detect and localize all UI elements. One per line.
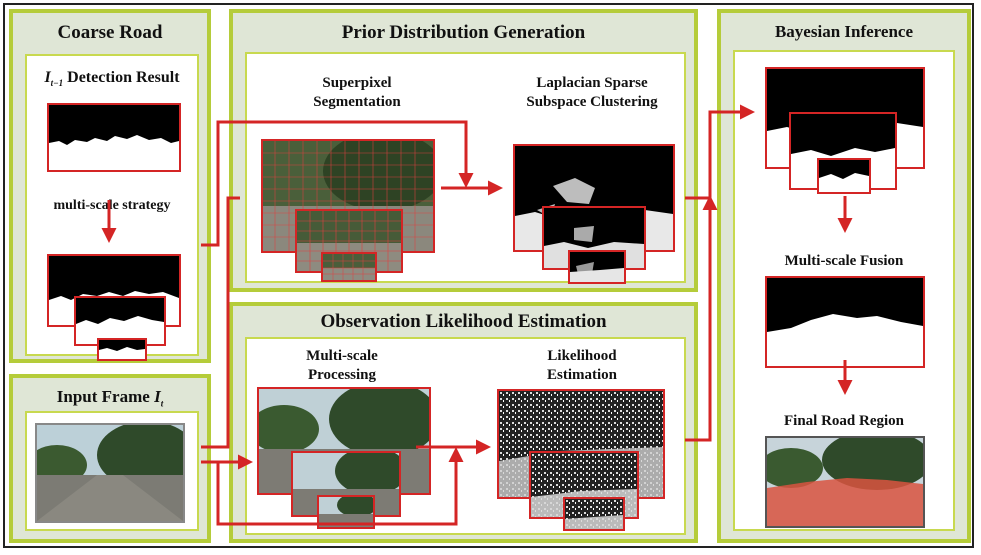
processing-scale-3 <box>317 495 375 529</box>
input-frame-inner <box>25 411 199 531</box>
bayesian-title: Bayesian Inference <box>774 22 914 41</box>
multiscale-line2: Processing <box>307 367 377 383</box>
likelihood-line2: Estimation <box>546 367 617 383</box>
observation-panel: Observation Likelihood Estimation Multi-… <box>229 302 698 543</box>
detection-text: Detection Result <box>67 69 180 86</box>
road-mask <box>819 160 869 192</box>
coarse-road-title: Coarse Road <box>57 22 163 43</box>
detection-result-image <box>47 103 181 172</box>
input-frame-text: Input Frame <box>56 387 150 406</box>
prior-panel: Prior Distribution Generation Superpixel… <box>229 9 698 292</box>
coarse-scale-2 <box>74 296 166 346</box>
likelihood-scale-3 <box>563 497 625 531</box>
road-scene <box>319 497 373 527</box>
superpixel-grid <box>323 254 375 280</box>
input-frame-var: I <box>154 387 161 406</box>
detection-sub: t−1 <box>50 78 64 89</box>
laplacian-line2: Subspace Clustering <box>526 94 658 110</box>
prior-inner: Superpixel Segmentation Laplacian Sparse… <box>245 52 686 284</box>
coarse-road-inner: It−1 Detection Result multi-scale strate… <box>25 54 199 361</box>
bayesian-panel: Bayesian Inference Multi-sc <box>717 9 971 543</box>
bayesian-inner: Multi-scale Fusion Final Road Region <box>733 50 955 531</box>
observation-title: Observation Likelihood Estimation <box>320 311 607 332</box>
likelihood-map <box>565 499 623 529</box>
superpixel-scale-3 <box>321 252 377 282</box>
likelihood-estimation-label: Likelihood Estimation <box>507 347 657 385</box>
road-mask <box>99 340 145 359</box>
superpixel-line1: Superpixel <box>322 75 392 91</box>
laplacian-label: Laplacian Sparse Subspace Clustering <box>502 74 682 112</box>
clustering-scale-3 <box>568 250 626 284</box>
superpixel-label: Superpixel Segmentation <box>287 74 427 112</box>
superpixel-line2: Segmentation <box>313 94 401 110</box>
likelihood-line1: Likelihood <box>547 348 617 364</box>
final-road-image <box>765 436 925 528</box>
road-scene <box>37 425 183 521</box>
observation-inner: Multi-scale Processing Likelihood Estima… <box>245 337 686 535</box>
multi-scale-strategy-label: multi-scale strategy <box>53 198 171 213</box>
road-scene-overlay <box>767 438 923 526</box>
road-mask <box>767 278 923 366</box>
road-mask <box>76 298 164 344</box>
road-mask <box>49 105 179 170</box>
detection-result-label: It−1 Detection Result <box>27 68 197 93</box>
fused-road-image <box>765 276 925 368</box>
input-frame-sub: t <box>160 398 164 409</box>
input-frame-panel: Input Frame It <box>9 374 211 543</box>
input-frame-title: Input Frame It <box>13 387 207 408</box>
multi-scale-fusion-label: Multi-scale Fusion <box>784 253 904 269</box>
prior-title: Prior Distribution Generation <box>341 22 586 43</box>
laplacian-line1: Laplacian Sparse <box>536 75 648 91</box>
final-road-region-label: Final Road Region <box>783 413 904 429</box>
multiscale-line1: Multi-scale <box>306 348 378 364</box>
cluster-mask <box>570 252 624 282</box>
coarse-road-panel: Coarse Road It−1 Detection Result multi-… <box>9 9 211 363</box>
input-frame-image <box>35 423 185 523</box>
detection-var: I <box>44 69 51 86</box>
fusion-input-scale-3 <box>817 158 871 194</box>
coarse-scale-3 <box>97 338 147 361</box>
multiscale-processing-label: Multi-scale Processing <box>267 347 417 385</box>
